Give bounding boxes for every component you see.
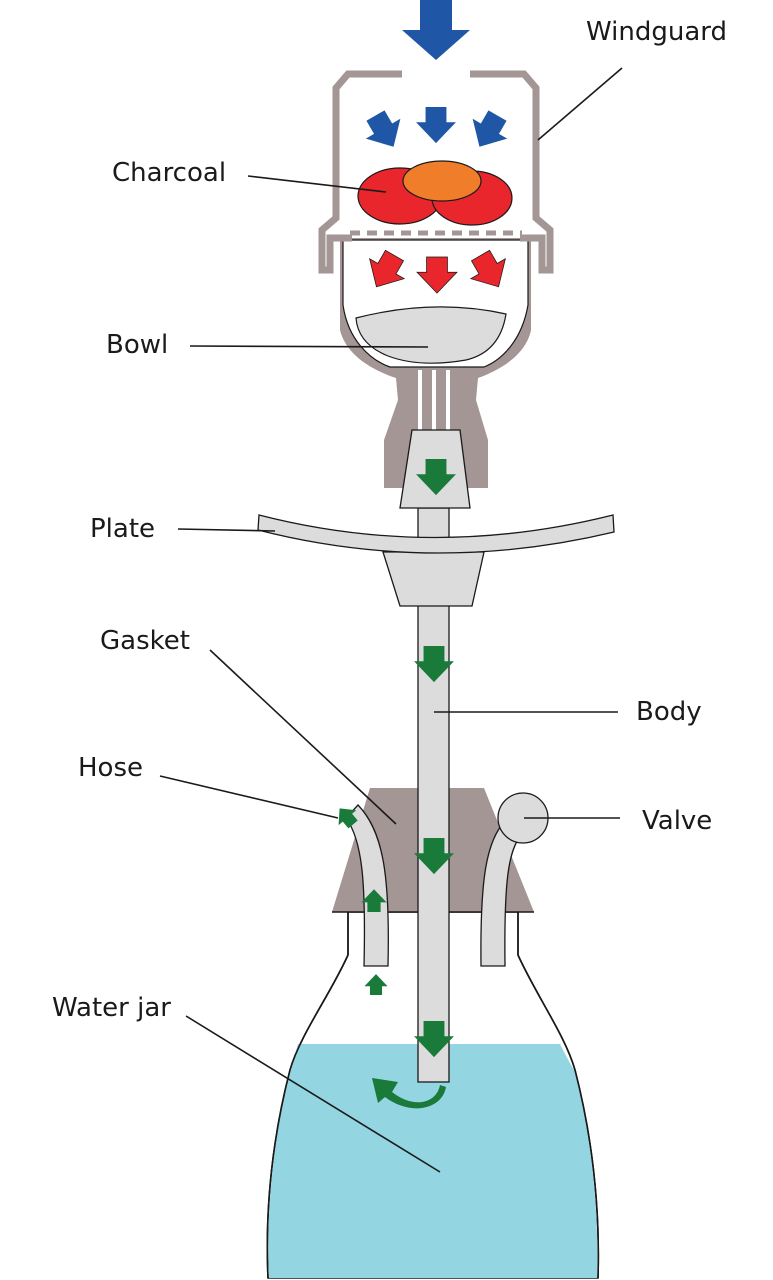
water xyxy=(268,1044,598,1278)
label-hose: Hose xyxy=(78,753,143,783)
leader-bowl xyxy=(189,345,429,348)
plate xyxy=(257,514,615,554)
water-jar xyxy=(266,911,600,1279)
leader-plate xyxy=(177,528,276,532)
valve-tube xyxy=(480,819,523,967)
hose-port xyxy=(345,804,389,967)
leader-water-jar xyxy=(185,1015,441,1173)
air-arrow-top xyxy=(402,0,470,60)
bowl xyxy=(355,306,507,364)
smoke-flow-arrows xyxy=(330,459,456,1109)
label-bowl: Bowl xyxy=(106,330,168,360)
label-charcoal: Charcoal xyxy=(112,158,226,188)
leader-windguard xyxy=(537,67,623,141)
label-windguard: Windguard xyxy=(586,17,727,47)
label-body: Body xyxy=(636,697,702,727)
label-plate: Plate xyxy=(90,514,155,544)
charcoal xyxy=(357,160,513,226)
label-valve: Valve xyxy=(642,806,712,836)
air-flow-arrows xyxy=(358,0,515,157)
leader-hose xyxy=(159,775,339,819)
leader-gasket xyxy=(209,649,397,825)
label-gasket: Gasket xyxy=(100,626,190,656)
plate-cone xyxy=(382,551,485,607)
windguard xyxy=(318,70,554,274)
label-water-jar: Water jar xyxy=(52,993,171,1023)
leader-charcoal xyxy=(247,175,387,193)
